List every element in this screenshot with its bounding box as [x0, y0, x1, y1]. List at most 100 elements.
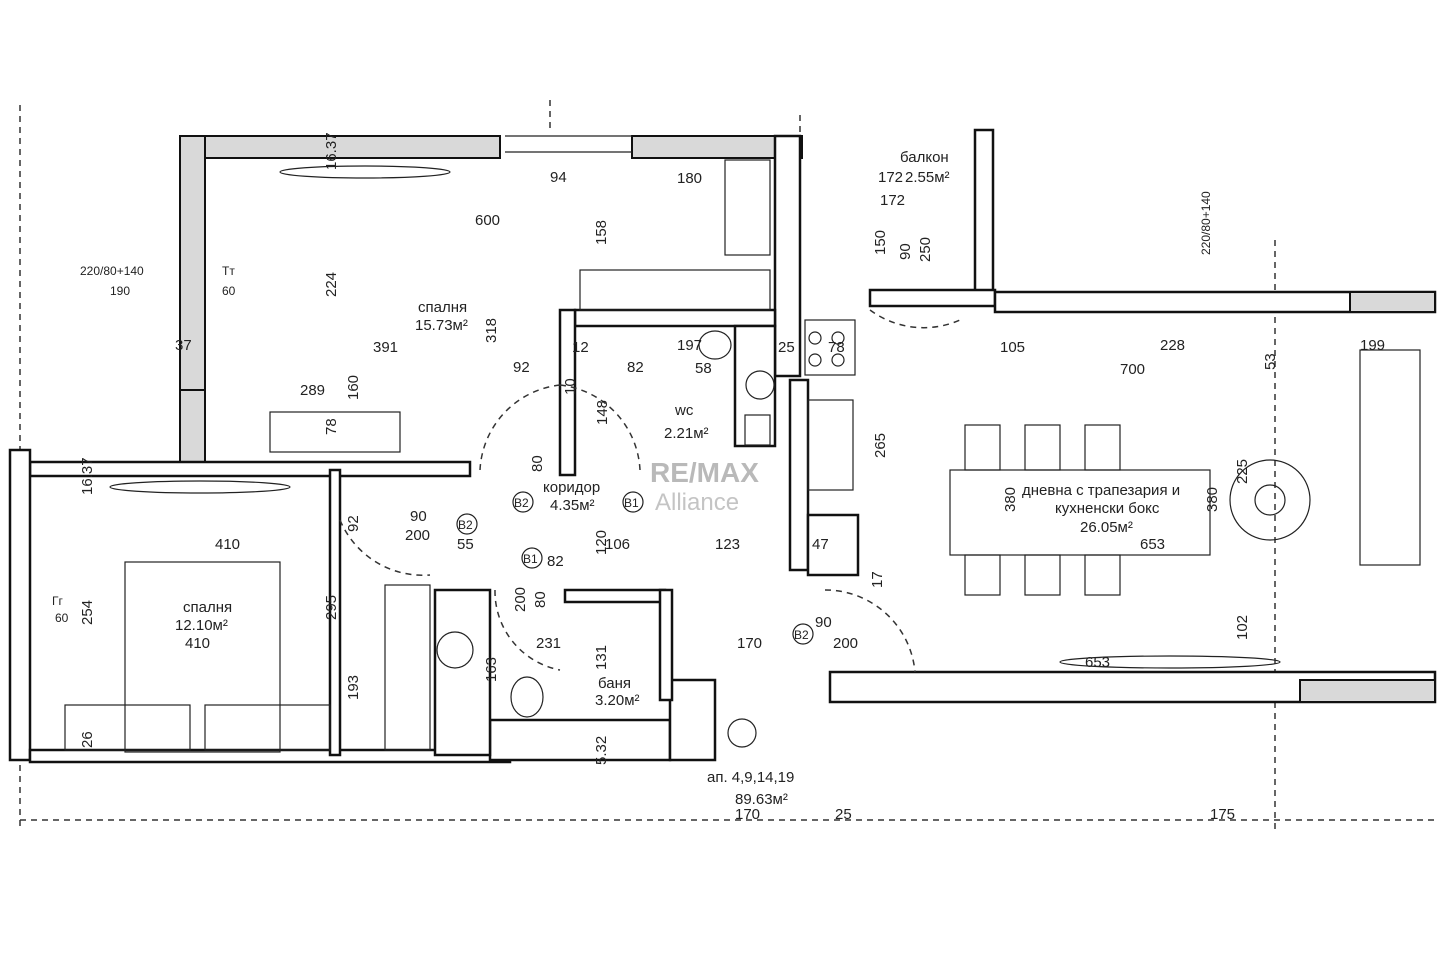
dim: 199 [1360, 337, 1385, 354]
dim: 94 [550, 169, 567, 186]
dim: 380 [1204, 487, 1221, 512]
dim: 231 [536, 635, 561, 652]
dim: 391 [373, 339, 398, 356]
dim: 318 [483, 318, 500, 343]
dim: 228 [1160, 337, 1185, 354]
watermark-sub: Alliance [655, 489, 739, 516]
window-label-60: 60 [222, 284, 236, 298]
dim: 17 [869, 571, 886, 588]
door-swings [339, 309, 961, 673]
dim: 150 [872, 230, 889, 255]
dim: 410 [215, 536, 240, 553]
dim: 295 [323, 595, 340, 620]
dim: 78 [828, 339, 845, 356]
dim: 26 [79, 731, 96, 748]
dim: 123 [715, 536, 740, 553]
dim: 700 [1120, 361, 1145, 378]
dim: 82 [547, 553, 564, 570]
dim: 254 [79, 600, 96, 625]
window-label-gr: Гг [52, 594, 63, 608]
dim: 148 [594, 400, 611, 425]
dim: 175 [1210, 806, 1235, 823]
dim: 193 [345, 675, 362, 700]
dim: 16.37 [79, 457, 96, 495]
dim: 92 [513, 359, 530, 376]
dim: 37 [175, 337, 192, 354]
dim: 90 [410, 508, 427, 525]
dim: 10 [562, 378, 579, 395]
dim: 105 [1000, 339, 1025, 356]
dim: 47 [812, 536, 829, 553]
corridor-area: 4.35м² [550, 497, 595, 514]
dim: 653 [1140, 536, 1165, 553]
door-tag-b1-1: B1 [624, 496, 639, 510]
dim: 25 [835, 806, 852, 823]
door-tag-b2-1: B2 [514, 496, 529, 510]
dim: 90 [897, 243, 914, 260]
dim: 163 [483, 657, 500, 682]
dim: 106 [605, 536, 630, 553]
dim: 200 [405, 527, 430, 544]
dim: 224 [323, 272, 340, 297]
window-label-60b: 60 [55, 611, 69, 625]
dim: 170 [737, 635, 762, 652]
dim: 80 [532, 591, 549, 608]
dim: 12 [572, 339, 589, 356]
dim: 380 [1002, 487, 1019, 512]
bedroom1-area: 15.73м² [415, 317, 468, 334]
dim: 250 [917, 237, 934, 262]
bedroom2-area: 12.10м² [175, 617, 228, 634]
dim: 5.32 [593, 736, 610, 765]
bedroom1-name: спалня [418, 299, 467, 316]
dim: 58 [695, 360, 712, 377]
room-labels: спалня 15.73м² спалня 12.10м² 410 балкон… [175, 149, 1180, 808]
window-label-tt: Тт [222, 264, 235, 278]
watermark-brand: RE/MAX [650, 457, 759, 488]
apartment-label: ап. 4,9,14,19 [707, 769, 794, 786]
dim: 225 [1234, 459, 1251, 484]
dim: 200 [512, 587, 529, 612]
dim: 90 [815, 614, 832, 631]
balcony-area: 2.55м² [905, 169, 950, 186]
dim: 131 [593, 645, 610, 670]
dim: 200 [833, 635, 858, 652]
wc-name: wc [674, 402, 694, 419]
dim: 92 [345, 515, 362, 532]
living-area: 26.05м² [1080, 519, 1133, 536]
dim: 170 [735, 806, 760, 823]
dim: 53 [1262, 353, 1279, 370]
walls [8, 128, 1437, 764]
dim: 16.37 [323, 132, 340, 170]
bedroom2-extra: 410 [185, 635, 210, 652]
living-line1: дневна с трапезария и [1022, 482, 1180, 499]
dim: 82 [627, 359, 644, 376]
balcony-name: балкон [900, 149, 949, 166]
bath-name: баня [598, 675, 631, 692]
furniture [64, 159, 1421, 753]
dim: 102 [1234, 615, 1251, 640]
dim: 160 [345, 375, 362, 400]
dim: 600 [475, 212, 500, 229]
windows [109, 135, 1281, 669]
dim: 25 [778, 339, 795, 356]
dim: 180 [677, 170, 702, 187]
window-label-1b: 190 [110, 284, 130, 298]
window-label-1: 220/80+140 [80, 264, 144, 278]
dim: 158 [593, 220, 610, 245]
corridor-name: коридор [543, 479, 600, 496]
door-tag-b2-2: B2 [458, 518, 473, 532]
grid-axes [19, 100, 1439, 830]
dim: 197 [677, 337, 702, 354]
dimension-labels: 180 172 600 94 391 289 92 12 82 197 58 2… [79, 132, 1385, 823]
dim: 289 [300, 382, 325, 399]
dim: 120 [593, 530, 610, 555]
dim: 78 [323, 418, 340, 435]
dim: 265 [872, 433, 889, 458]
bedroom2-name: спалня [183, 599, 232, 616]
window-label-2: 220/80+140 [1199, 191, 1213, 255]
door-tags: B2 B1 B2 B1 B2 [456, 491, 814, 645]
apartment-area: 89.63м² [735, 791, 788, 808]
wc-area: 2.21м² [664, 425, 709, 442]
balcony-prefix: 172 [878, 169, 903, 186]
